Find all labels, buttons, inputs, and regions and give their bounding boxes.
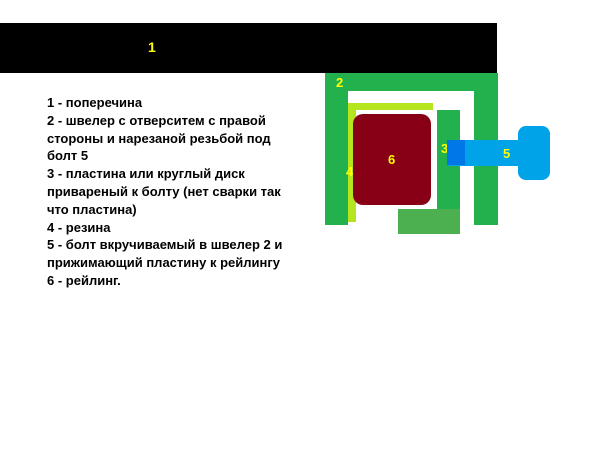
rubber-number-label: 4 (346, 164, 354, 179)
plate-number-label: 3 (441, 141, 449, 156)
legend-item-crossbar: 1 - поперечина (47, 95, 143, 110)
bolt-plate-head (447, 140, 465, 165)
channel-top (325, 73, 498, 91)
crossbar-number-label: 1 (148, 39, 156, 55)
legend-item-rubber: 4 - резина (47, 219, 111, 235)
legend: 1 - поперечина 2 - швелер с отверситем с… (47, 94, 287, 290)
legend-item-bolt: 5 - болт вкручиваемый в швелер 2 и прижи… (47, 237, 283, 271)
legend-item-railing: 6 - рейлинг. (47, 272, 121, 288)
bolt-number-label: 5 (503, 146, 511, 161)
legend-item-plate: 3 - пластина или круглый диск привареный… (47, 166, 281, 217)
legend-item-channel: 2 - швелер с отверситем с правой стороны… (47, 112, 271, 164)
railing-number-label: 6 (388, 152, 396, 167)
channel-left-wall (325, 73, 348, 225)
channel-number-label: 2 (336, 75, 344, 90)
bolt-head (518, 126, 550, 180)
plate-base (398, 209, 460, 234)
railing (353, 114, 431, 205)
rubber-top (348, 103, 433, 110)
rubber-side (348, 103, 356, 222)
crossbar: 1 (0, 23, 497, 73)
